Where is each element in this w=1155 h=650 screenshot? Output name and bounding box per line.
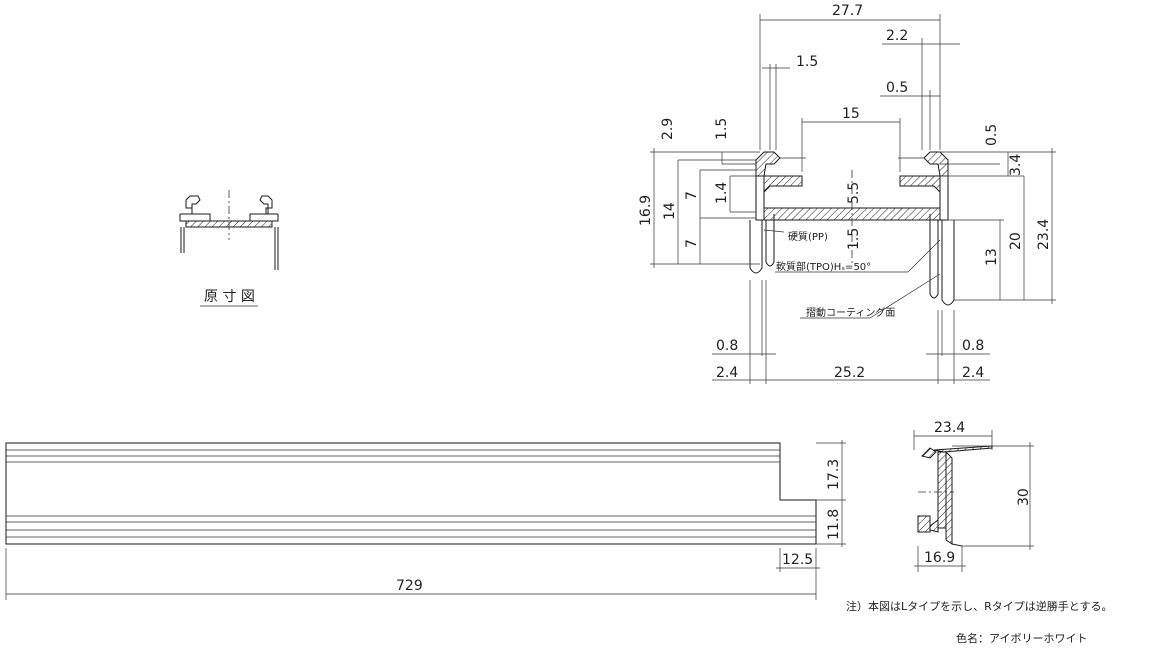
side-height-11-8: 11.8 — [826, 509, 842, 540]
end-bottom-16-9: 16.9 — [924, 550, 955, 566]
dim-left-7-a: 7 — [684, 191, 700, 200]
dim-bottom-25-2: 25.2 — [834, 365, 865, 381]
dim-left-2-9: 2.9 — [660, 118, 676, 140]
dim-lip-1-5-top: 1.5 — [796, 54, 818, 70]
dim-left-7-b: 7 — [684, 239, 700, 248]
label-sliding-coat: 摺動コーティング面 — [806, 306, 895, 319]
dim-right-20: 20 — [1008, 232, 1024, 250]
dim-bottom-0-8-left: 0.8 — [716, 338, 738, 354]
dim-bottom-2-4-left: 2.4 — [716, 365, 738, 381]
side-notch-12-5: 12.5 — [782, 552, 813, 568]
dim-left-1-5: 1.5 — [714, 118, 730, 140]
dim-right-13: 13 — [984, 248, 1000, 266]
dim-right-lip-2-2: 2.2 — [886, 28, 908, 44]
dim-right-3-4: 3.4 — [1008, 154, 1024, 176]
end-top-23-4: 23.4 — [934, 420, 965, 436]
dim-left-16-9: 16.9 — [638, 195, 654, 226]
dim-center-1-5: 1.5 — [846, 228, 862, 250]
label-soft-tpo: 軟質部(TPO)Hₛ=50° — [776, 260, 871, 273]
main-cross-section — [749, 151, 955, 306]
original-size-view — [179, 190, 279, 270]
label-hard-pp: 硬質(PP) — [788, 230, 828, 243]
note-color: 色名：アイボリーホワイト — [956, 631, 1087, 645]
dim-left-1-4: 1.4 — [714, 182, 730, 204]
dim-inner-15: 15 — [842, 106, 860, 122]
side-view — [5, 440, 846, 600]
dim-top-width: 27.7 — [832, 3, 863, 19]
dim-center-5-5: 5.5 — [846, 182, 862, 204]
dim-bottom-0-8-right: 0.8 — [962, 338, 984, 354]
dim-left-14: 14 — [662, 202, 678, 220]
dim-right-0-5-a: 0.5 — [886, 80, 908, 96]
main-dimension-lines — [650, 14, 1056, 384]
side-length-729: 729 — [396, 578, 423, 594]
end-view — [913, 430, 1034, 572]
note-type: 注）本図はLタイプを示し、Rタイプは逆勝手とする。 — [846, 599, 1112, 613]
dim-bottom-2-4-right: 2.4 — [962, 365, 984, 381]
dim-right-23-4: 23.4 — [1036, 219, 1052, 250]
dim-right-0-5-b: 0.5 — [984, 124, 1000, 146]
end-height-30: 30 — [1016, 488, 1032, 506]
side-height-17-3: 17.3 — [826, 459, 842, 490]
original-size-label: 原 寸 図 — [204, 289, 255, 305]
